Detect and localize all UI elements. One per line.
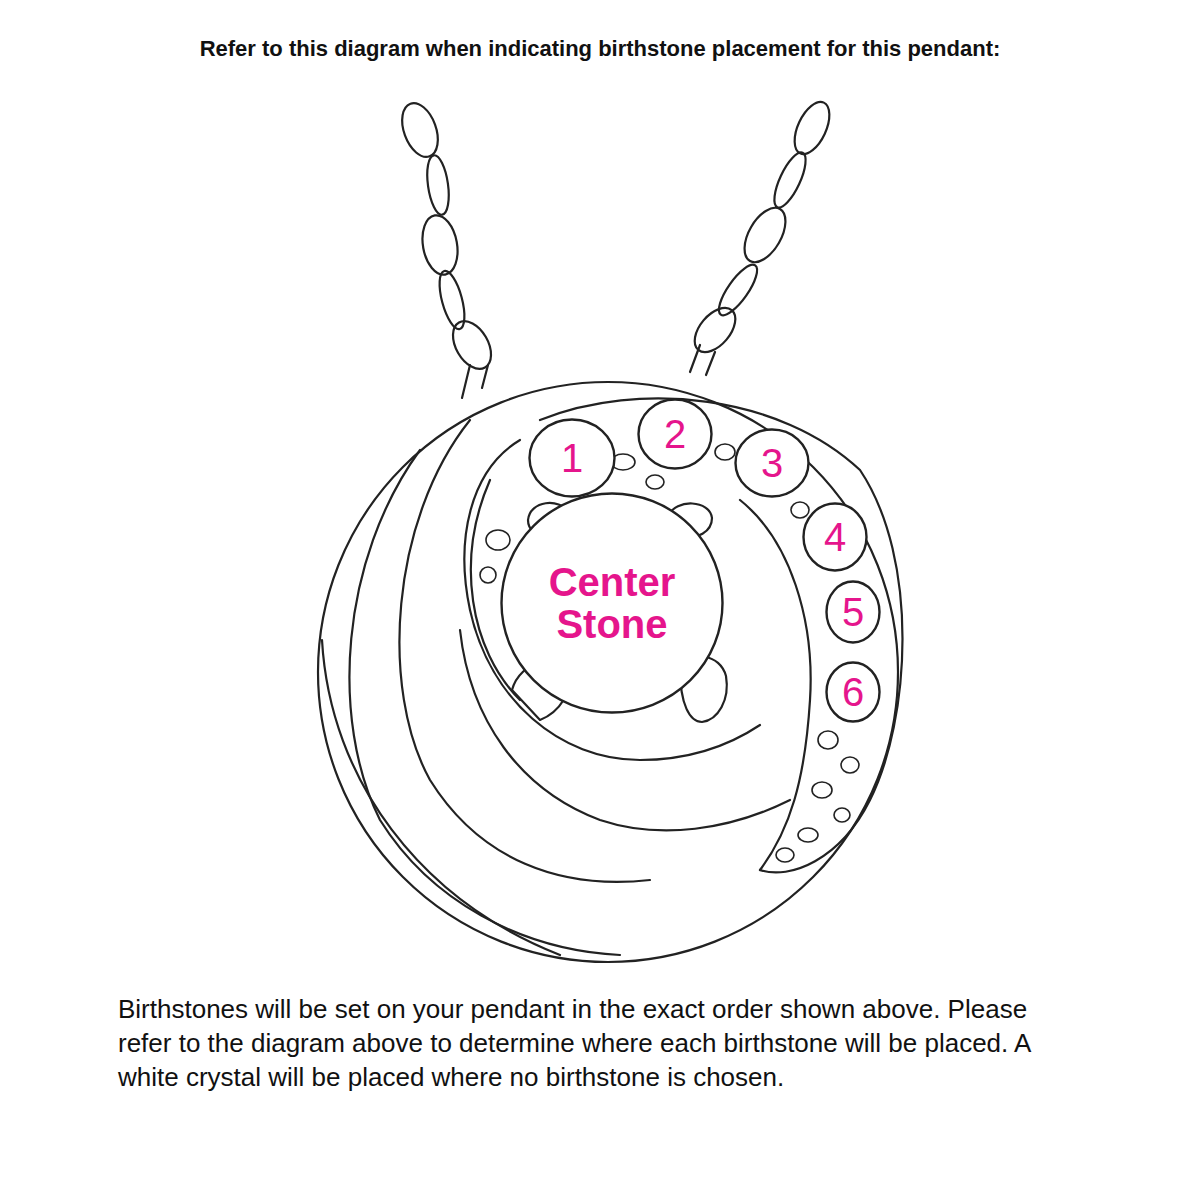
- birthstone-setting: 3: [734, 428, 810, 498]
- pave-band: [740, 500, 811, 870]
- birthstone-setting: 2: [637, 398, 713, 470]
- stone-outline: [804, 504, 867, 571]
- birthstone-setting: 5: [825, 580, 881, 644]
- swirl-line: [464, 440, 760, 760]
- stone-outline: [736, 430, 809, 497]
- callout-number: 3: [761, 442, 783, 484]
- center-stone: Center Stone: [500, 492, 724, 714]
- stone-outline: [827, 582, 880, 643]
- stone-outline: [639, 400, 712, 469]
- callout-number: 5: [842, 591, 864, 633]
- stone-outline: [530, 420, 615, 497]
- pave-stones: [480, 444, 859, 862]
- callout-number: 1: [561, 437, 583, 479]
- birthstone-setting: 6: [825, 661, 881, 723]
- stone-label: Center Stone: [532, 561, 692, 645]
- birthstone-setting: 1: [528, 418, 616, 498]
- birthstone-setting: 4: [802, 502, 868, 572]
- diagram-title: Refer to this diagram when indicating bi…: [10, 36, 1190, 62]
- diagram-caption: Birthstones will be set on your pendant …: [118, 992, 1068, 1094]
- chain: [395, 98, 498, 398]
- stone-outline: [502, 494, 723, 713]
- callout-number: 4: [824, 516, 846, 558]
- pendant-disc: [318, 382, 898, 962]
- stone-outline: [827, 663, 880, 722]
- callout-number: 2: [664, 413, 686, 455]
- callout-number: 6: [842, 671, 864, 713]
- chain: [687, 97, 837, 375]
